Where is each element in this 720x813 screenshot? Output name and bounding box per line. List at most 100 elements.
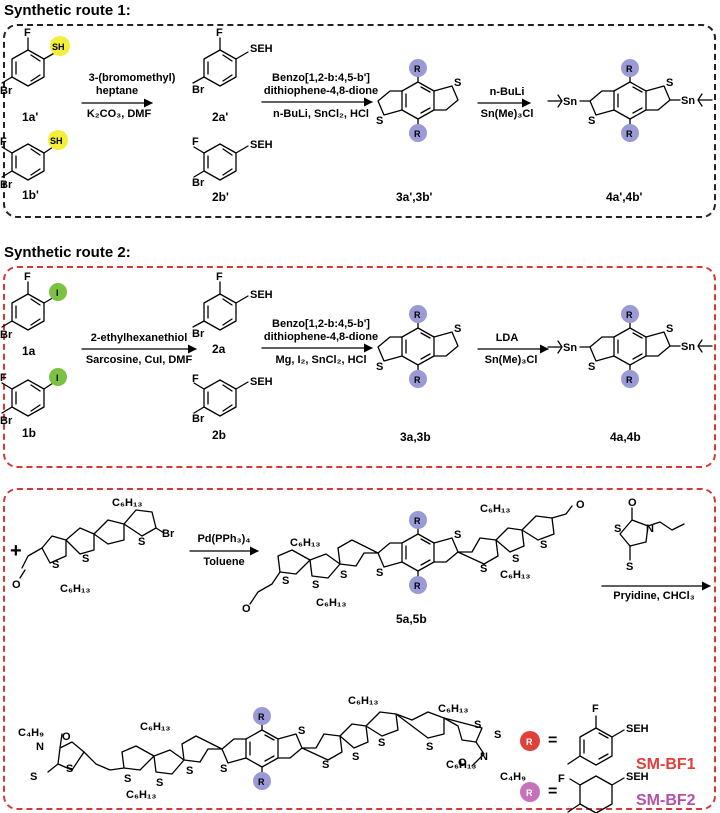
route2-box [3,266,716,468]
atom-f: F [0,136,7,148]
atom-s: S [186,765,193,777]
condition-line: Toluene [203,556,245,568]
atom-o: O [62,731,71,743]
r-group-3b-top [409,305,427,323]
atom-s: S [474,719,481,731]
r-group-4a-top [621,59,639,77]
atom-c6h13: C₆H₁₃ [112,497,143,509]
atom-sh: SH [50,136,63,146]
condition-line: LDA [495,332,519,344]
iodine-highlight-1b [49,368,67,386]
atom-s: S [138,536,145,548]
atom-r: R [258,777,265,787]
atom-s: S [30,771,37,783]
atom-c6h13: C₆H₁₃ [316,597,347,609]
atom-f: F [558,773,565,785]
atom-i: I [56,373,59,383]
atom-seh: SEH [250,289,273,301]
atom-sn: Sn [563,342,577,354]
atom-r: R [258,712,265,722]
route2-title: Synthetic route 2: [4,244,131,261]
atom-o: O [242,603,251,615]
atom-r: R [414,64,421,74]
atom-c6h13: C₆H₁₃ [140,721,171,733]
atom-f: F [192,373,199,385]
condition-line: Sn(Me)₃Cl [480,108,534,120]
atom-r: R [626,310,633,320]
atom-s: S [540,539,547,551]
atom-s: S [454,529,461,541]
atom-n: N [480,751,488,763]
condition-line: Sn(Me)₃Cl [484,354,538,366]
legend-equals: = [548,732,558,749]
atom-sn: Sn [563,96,577,108]
atom-s: S [480,563,487,575]
atom-br: Br [192,177,205,189]
atom-c6h13: C₆H₁₃ [438,703,469,715]
atom-s: S [376,567,383,579]
atom-r: R [526,788,533,798]
condition-line: n-BuLi, SnCl₂, HCl [273,108,369,120]
legend1-r-circle [520,731,540,751]
atom-f: F [192,136,199,148]
atom-seh: SEH [626,771,649,783]
legend2-r-circle [520,782,540,802]
atom-s: S [588,115,595,127]
atom-seh: SEH [250,43,273,55]
atom-c6h13: C₆H₁₃ [480,503,511,515]
condition-line: K₂CO₃, DMF [86,108,152,120]
atom-s: S [322,759,329,771]
atom-c6h13: C₆H₁₃ [500,569,531,581]
atom-s: S [454,77,461,89]
atom-br: Br [0,179,13,191]
r-group-3b-bottom [409,370,427,388]
atom-i: I [56,288,59,298]
atom-s: S [282,575,289,587]
atom-f: F [216,27,223,39]
atom-c6h13: C₆H₁₃ [290,537,321,549]
atom-s: S [426,741,433,753]
compound-label: 1a [22,344,36,358]
atom-c4h9: C₄H₉ [500,771,526,783]
condition-line: heptane [95,85,139,97]
atom-r: R [414,516,421,526]
compound-label: 4a',4b' [606,190,643,204]
atom-seh: SEH [250,139,273,151]
r-group-5a-top [409,511,427,529]
condition-line: dithiophene-4,8-dione [263,85,379,97]
sh-highlight-1b-prime [48,130,68,150]
condition-line: 3-(bromomethyl) [88,72,176,84]
atom-s: S [82,553,89,565]
atom-s: S [626,561,633,573]
atom-r: R [414,375,421,385]
compound-label: 2b' [212,190,229,204]
atom-r: R [414,129,421,139]
atom-s: S [666,77,673,89]
r-group-final-bottom [253,772,271,790]
atom-seh: SEH [250,376,273,388]
condition-line: Mg, I₂, SnCl₂, HCl [275,354,367,366]
compound-label: 1a' [22,110,39,124]
atom-br: Br [162,528,175,540]
atom-s: S [588,361,595,373]
atom-s: S [156,777,163,789]
condition-line: Benzo[1,2-b:4,5-b'] [272,72,370,84]
atom-r: R [526,737,533,747]
atom-s: S [494,729,501,741]
atom-c6h13: C₆H₁₃ [348,695,379,707]
condition-line: Pd(PPh₃)₄ [197,533,251,545]
r-group-3a-top [409,59,427,77]
atom-br: Br [192,328,205,340]
atom-r: R [626,375,633,385]
atom-seh: SEH [626,723,649,735]
atom-s: S [66,763,73,775]
atom-s: S [340,569,347,581]
atom-br: Br [0,85,13,97]
atom-s: S [376,115,383,127]
atom-n: N [36,741,44,753]
compound-label: 3a,3b [400,430,431,444]
legend-sm-bf2: SM-BF2 [636,792,696,809]
compound-label: 2a [212,342,226,356]
atom-s: S [352,751,359,763]
